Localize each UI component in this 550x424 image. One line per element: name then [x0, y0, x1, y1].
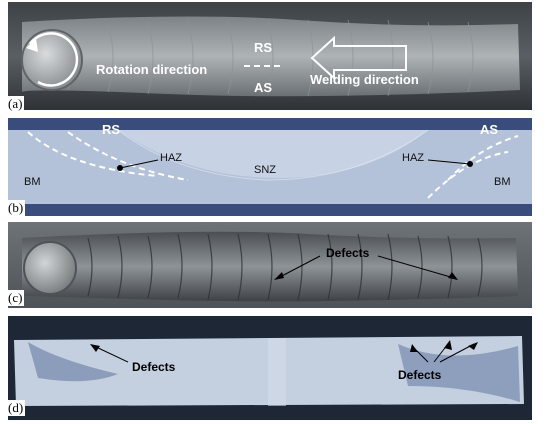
panel-d-defective-cross-section: Defects Defects	[8, 316, 532, 420]
panel-c-tag: (c)	[6, 290, 25, 306]
panel-a-weld-top-view: RS AS Rotation direction Welding directi…	[8, 2, 532, 110]
as-label: AS	[480, 122, 499, 137]
as-label: AS	[254, 80, 273, 95]
bm-left-label: BM	[24, 176, 41, 188]
defects-left-label: Defects	[132, 360, 176, 374]
rs-label: RS	[254, 40, 273, 55]
panel-b-tag: (b)	[6, 200, 26, 216]
cross-section-photo-d	[8, 316, 532, 420]
rs-label: RS	[102, 122, 121, 137]
panel-c-defective-weld-top-view: Defects	[8, 222, 532, 308]
welding-direction-label: Welding direction	[310, 72, 419, 87]
defects-label: Defects	[326, 246, 370, 260]
panel-d-tag: (d)	[6, 400, 26, 416]
rotation-direction-label: Rotation direction	[96, 62, 208, 77]
panel-b-cross-section: RS AS HAZ HAZ SNZ BM BM	[8, 118, 532, 216]
weld-surface-photo-c	[8, 222, 532, 308]
cross-section-photo-b	[8, 118, 532, 216]
panel-a-tag: (a)	[6, 96, 25, 112]
haz-right-label: HAZ	[402, 152, 424, 164]
weld-surface-photo-a	[8, 2, 532, 110]
bm-right-label: BM	[494, 176, 511, 188]
snz-label: SNZ	[254, 164, 276, 176]
defects-right-label: Defects	[398, 368, 442, 382]
haz-left-label: HAZ	[160, 152, 182, 164]
